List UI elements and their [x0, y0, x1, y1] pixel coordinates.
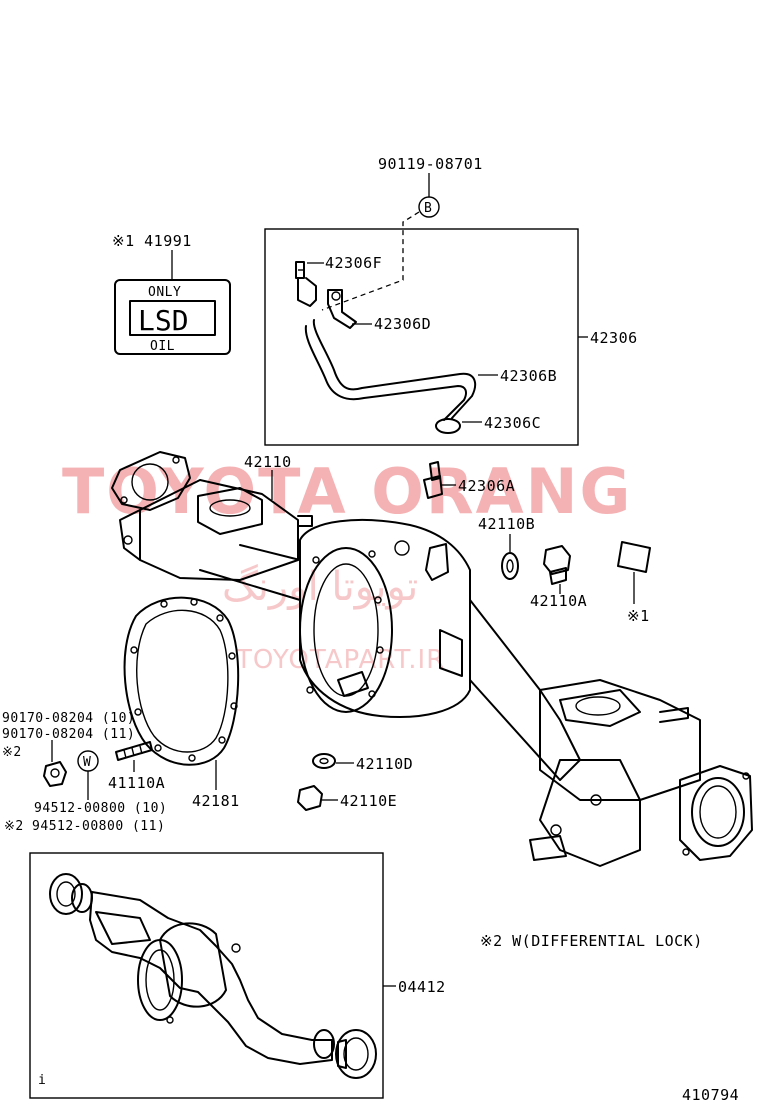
watermark-main: TOYOTA ORANG [62, 455, 632, 528]
axle-assembly-04412 [49, 873, 377, 1079]
label-42110D: 42110D [356, 755, 413, 773]
label-04412: 04412 [398, 978, 446, 996]
hose-42306B [312, 319, 477, 419]
clip-42306D [327, 289, 357, 329]
union-42306F [295, 261, 317, 307]
dashed-leader-b [321, 211, 420, 311]
gasket-42110B-hole [506, 559, 514, 573]
label-42110B: 42110B [478, 515, 535, 533]
label-42110: 42110 [244, 453, 292, 471]
plate-oil-text: OIL [150, 339, 175, 354]
label-94512-b: ※2 94512-00800 (11) [4, 819, 165, 834]
plug-42110A [543, 545, 571, 585]
plate-only-text: ONLY [148, 285, 181, 300]
lsd-plate [114, 279, 231, 355]
box-corner-mark: i [38, 1073, 46, 1088]
figure-number: 410794 [682, 1086, 739, 1104]
nut-90170 [43, 761, 67, 787]
label-41991: ※1 41991 [112, 232, 192, 250]
plug-42110E [297, 785, 323, 811]
note-differential-lock: ※2 W(DIFFERENTIAL LOCK) [480, 932, 703, 950]
label-42306A: 42306A [458, 477, 515, 495]
label-42306B: 42306B [500, 367, 557, 385]
watermark-site: TOYOTAPART.IR [235, 645, 445, 675]
gasket-42110B [501, 552, 519, 580]
label-42306C: 42306C [484, 414, 541, 432]
label-41110A: 41110A [108, 774, 165, 792]
label-90119-08701: 90119-08701 [378, 155, 483, 173]
axle-housing-42110 [111, 451, 753, 867]
hose-42306B-outline [304, 325, 467, 421]
label-90170-b: 90170-08204 (11) [2, 727, 135, 742]
lsd-plate-inner [129, 300, 216, 336]
label-mark1: ※1 [627, 607, 650, 625]
marker-b: B [424, 201, 432, 216]
union-42306A [423, 461, 443, 499]
label-mark2: ※2 [2, 745, 22, 760]
label-42110A: 42110A [530, 592, 587, 610]
label-42306D: 42306D [374, 315, 431, 333]
clamp-42306C [435, 418, 461, 434]
gasket-42181 [123, 596, 240, 766]
label-42181: 42181 [192, 792, 240, 810]
plate-small-mark1 [617, 541, 651, 573]
plate-lsd-text: LSD [138, 304, 189, 337]
stud-41110A [115, 741, 153, 761]
marker-b-circle [418, 196, 440, 218]
label-42306: 42306 [590, 329, 638, 347]
label-42306F: 42306F [325, 254, 382, 272]
assembly-box-04412 [29, 852, 384, 1099]
label-94512-a: 94512-00800 (10) [34, 801, 167, 816]
washer-42110D [312, 753, 336, 769]
label-90170-a: 90170-08204 (10) [2, 711, 135, 726]
breather-box [264, 228, 579, 446]
marker-w: W [83, 755, 91, 770]
label-42110E: 42110E [340, 792, 397, 810]
